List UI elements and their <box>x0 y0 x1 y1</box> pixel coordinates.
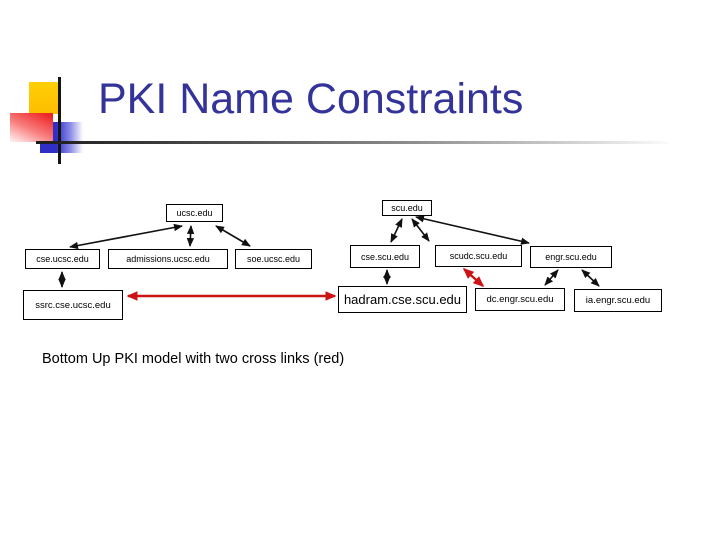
logo-red-square <box>10 113 53 142</box>
diagram-node-engr-scu: engr.scu.edu <box>530 246 612 268</box>
diagram-node-ucsc: ucsc.edu <box>166 204 223 222</box>
slide-title: PKI Name Constraints <box>98 75 524 123</box>
edge-ucsc-to-soe-ucsc <box>215 225 251 247</box>
diagram-node-cse-scu: cse.scu.edu <box>350 245 420 268</box>
logo-vertical-line <box>58 77 61 164</box>
diagram-node-admissions-ucsc: admissions.ucsc.edu <box>108 249 228 269</box>
diagram-node-soe-ucsc: soe.ucsc.edu <box>235 249 312 269</box>
edge-ucsc-to-cse-ucsc <box>69 223 183 250</box>
edge-ucsc-to-admissions-ucsc <box>186 225 195 247</box>
diagram-node-dc-engr-scu: dc.engr.scu.edu <box>475 288 565 311</box>
edge-scu-to-scudc-scu <box>411 218 430 242</box>
title-underline <box>36 141 668 144</box>
slide-caption: Bottom Up PKI model with two cross links… <box>42 351 345 367</box>
edge-engr-scu-to-dc-engr-scu <box>544 269 559 286</box>
diagram-node-scu: scu.edu <box>382 200 432 216</box>
diagram-node-ia-engr-scu: ia.engr.scu.edu <box>574 289 662 312</box>
logo-yellow-square <box>29 82 58 114</box>
edge-scu-to-engr-scu <box>415 215 530 245</box>
diagram-node-ssrc-cse-ucsc: ssrc.cse.ucsc.edu <box>23 290 123 320</box>
edge-scu-to-cse-scu <box>390 218 403 243</box>
edge-engr-scu-to-ia-engr-scu <box>581 269 600 287</box>
diagram-node-scudc-scu: scudc.scu.edu <box>435 245 522 267</box>
diagram-node-hadram-cse-scu: hadram.cse.scu.edu <box>338 286 467 313</box>
diagram-node-cse-ucsc: cse.ucsc.edu <box>25 249 100 269</box>
edge-scudc-scu-to-dc-engr-scu-crosslink <box>462 267 485 288</box>
